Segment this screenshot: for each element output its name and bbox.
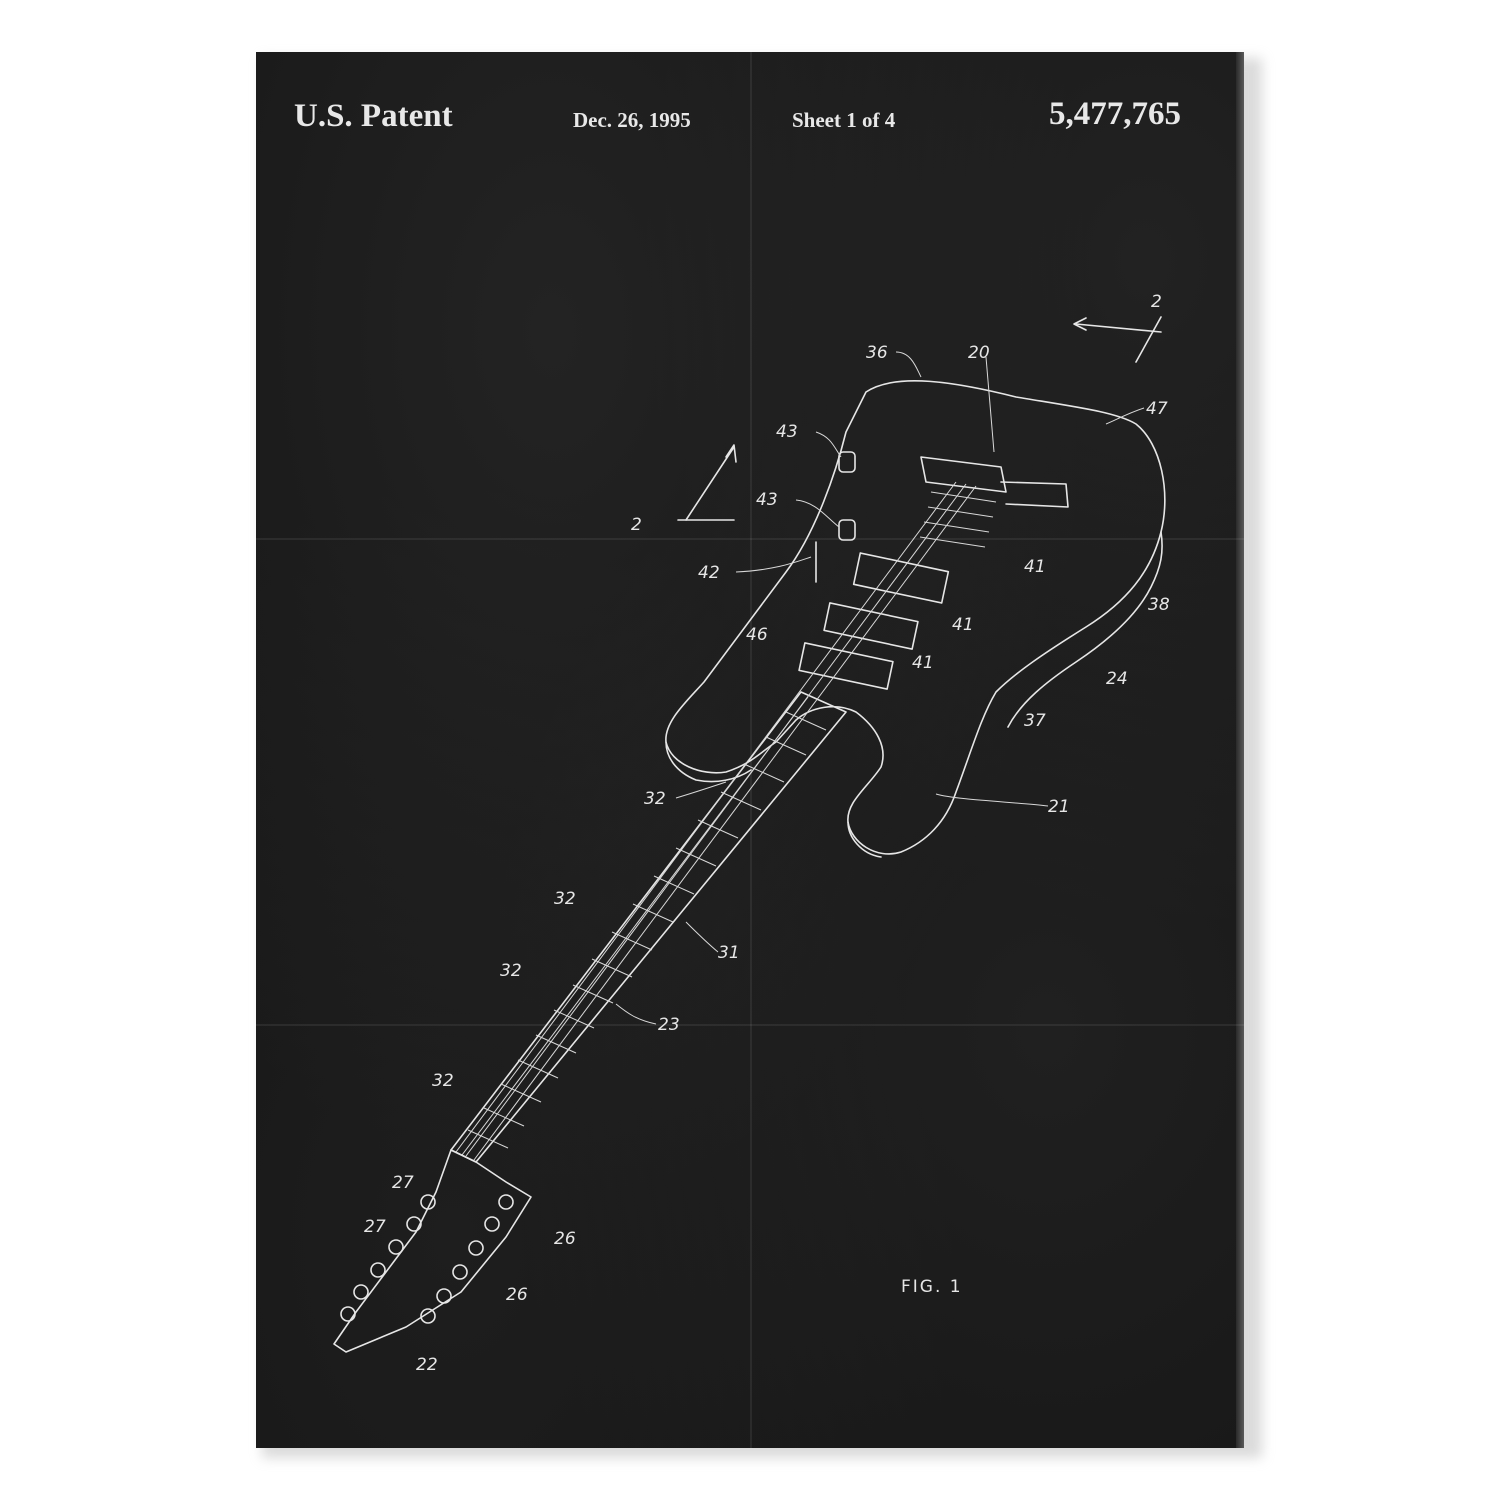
guitar-headstock [333,1149,532,1353]
guitar-strings [455,481,977,1161]
fold-line-horizontal-1 [256,538,1244,540]
svg-text:41: 41 [912,653,934,673]
svg-text:26: 26 [554,1229,576,1249]
svg-text:26: 26 [506,1285,528,1305]
svg-text:27: 27 [364,1217,386,1237]
svg-text:41: 41 [952,615,974,635]
svg-text:27: 27 [392,1173,414,1193]
svg-text:21: 21 [1048,797,1070,817]
pickup-neck [798,642,894,690]
canvas-edge [1236,52,1244,1448]
section-label-left: 2 [631,515,642,535]
figure-caption: FIG. 1 [901,1277,963,1297]
pickup-middle [823,602,919,650]
svg-text:31: 31 [718,943,740,963]
patent-print: U.S. Patent Dec. 26, 1995 Sheet 1 of 4 5… [256,52,1244,1448]
svg-text:22: 22 [416,1355,438,1375]
pickup-bridge [852,552,950,604]
svg-text:24: 24 [1106,669,1128,689]
reference-numerals: 36 20 47 43 43 42 41 41 41 46 38 24 37 2… [364,343,1170,1375]
svg-text:20: 20 [968,343,990,363]
svg-text:23: 23 [658,1015,680,1035]
svg-text:42: 42 [698,563,720,583]
tremolo-bridge [920,456,1007,493]
svg-text:32: 32 [644,789,666,809]
patent-date: Dec. 26, 1995 [573,108,691,132]
svg-text:46: 46 [746,625,768,645]
guitar-drawing: 2 2 36 20 47 43 43 42 41 41 41 46 38 24 … [333,292,1170,1375]
section-mark-top-right [1073,316,1162,363]
body-side-edge [1007,531,1163,728]
bridge-saddles [919,491,997,548]
svg-text:41: 41 [1024,557,1046,577]
svg-text:32: 32 [500,961,522,981]
svg-text:43: 43 [756,490,778,510]
svg-text:32: 32 [554,889,576,909]
fold-line-vertical [750,52,752,1448]
lower-horn-edge [847,821,882,858]
leader-lines [615,351,1145,1025]
svg-text:36: 36 [866,343,888,363]
tremolo-arm-block [1000,481,1069,508]
control-knob-2 [838,519,856,541]
section-label-top: 2 [1151,292,1162,312]
patent-label: U.S. Patent [294,98,453,134]
fold-line-horizontal-2 [256,1024,1244,1026]
tuning-pegs [340,1194,514,1324]
patent-number: 5,477,765 [1049,96,1181,132]
control-knob-1 [838,451,856,473]
svg-text:43: 43 [776,422,798,442]
sheet-number: Sheet 1 of 4 [792,108,896,132]
section-mark-left [677,444,737,521]
fret-lines [467,711,827,1149]
svg-text:47: 47 [1146,399,1168,419]
svg-text:38: 38 [1148,595,1170,615]
svg-text:32: 32 [432,1071,454,1091]
guitar-body [665,380,1166,855]
svg-text:37: 37 [1024,711,1046,731]
